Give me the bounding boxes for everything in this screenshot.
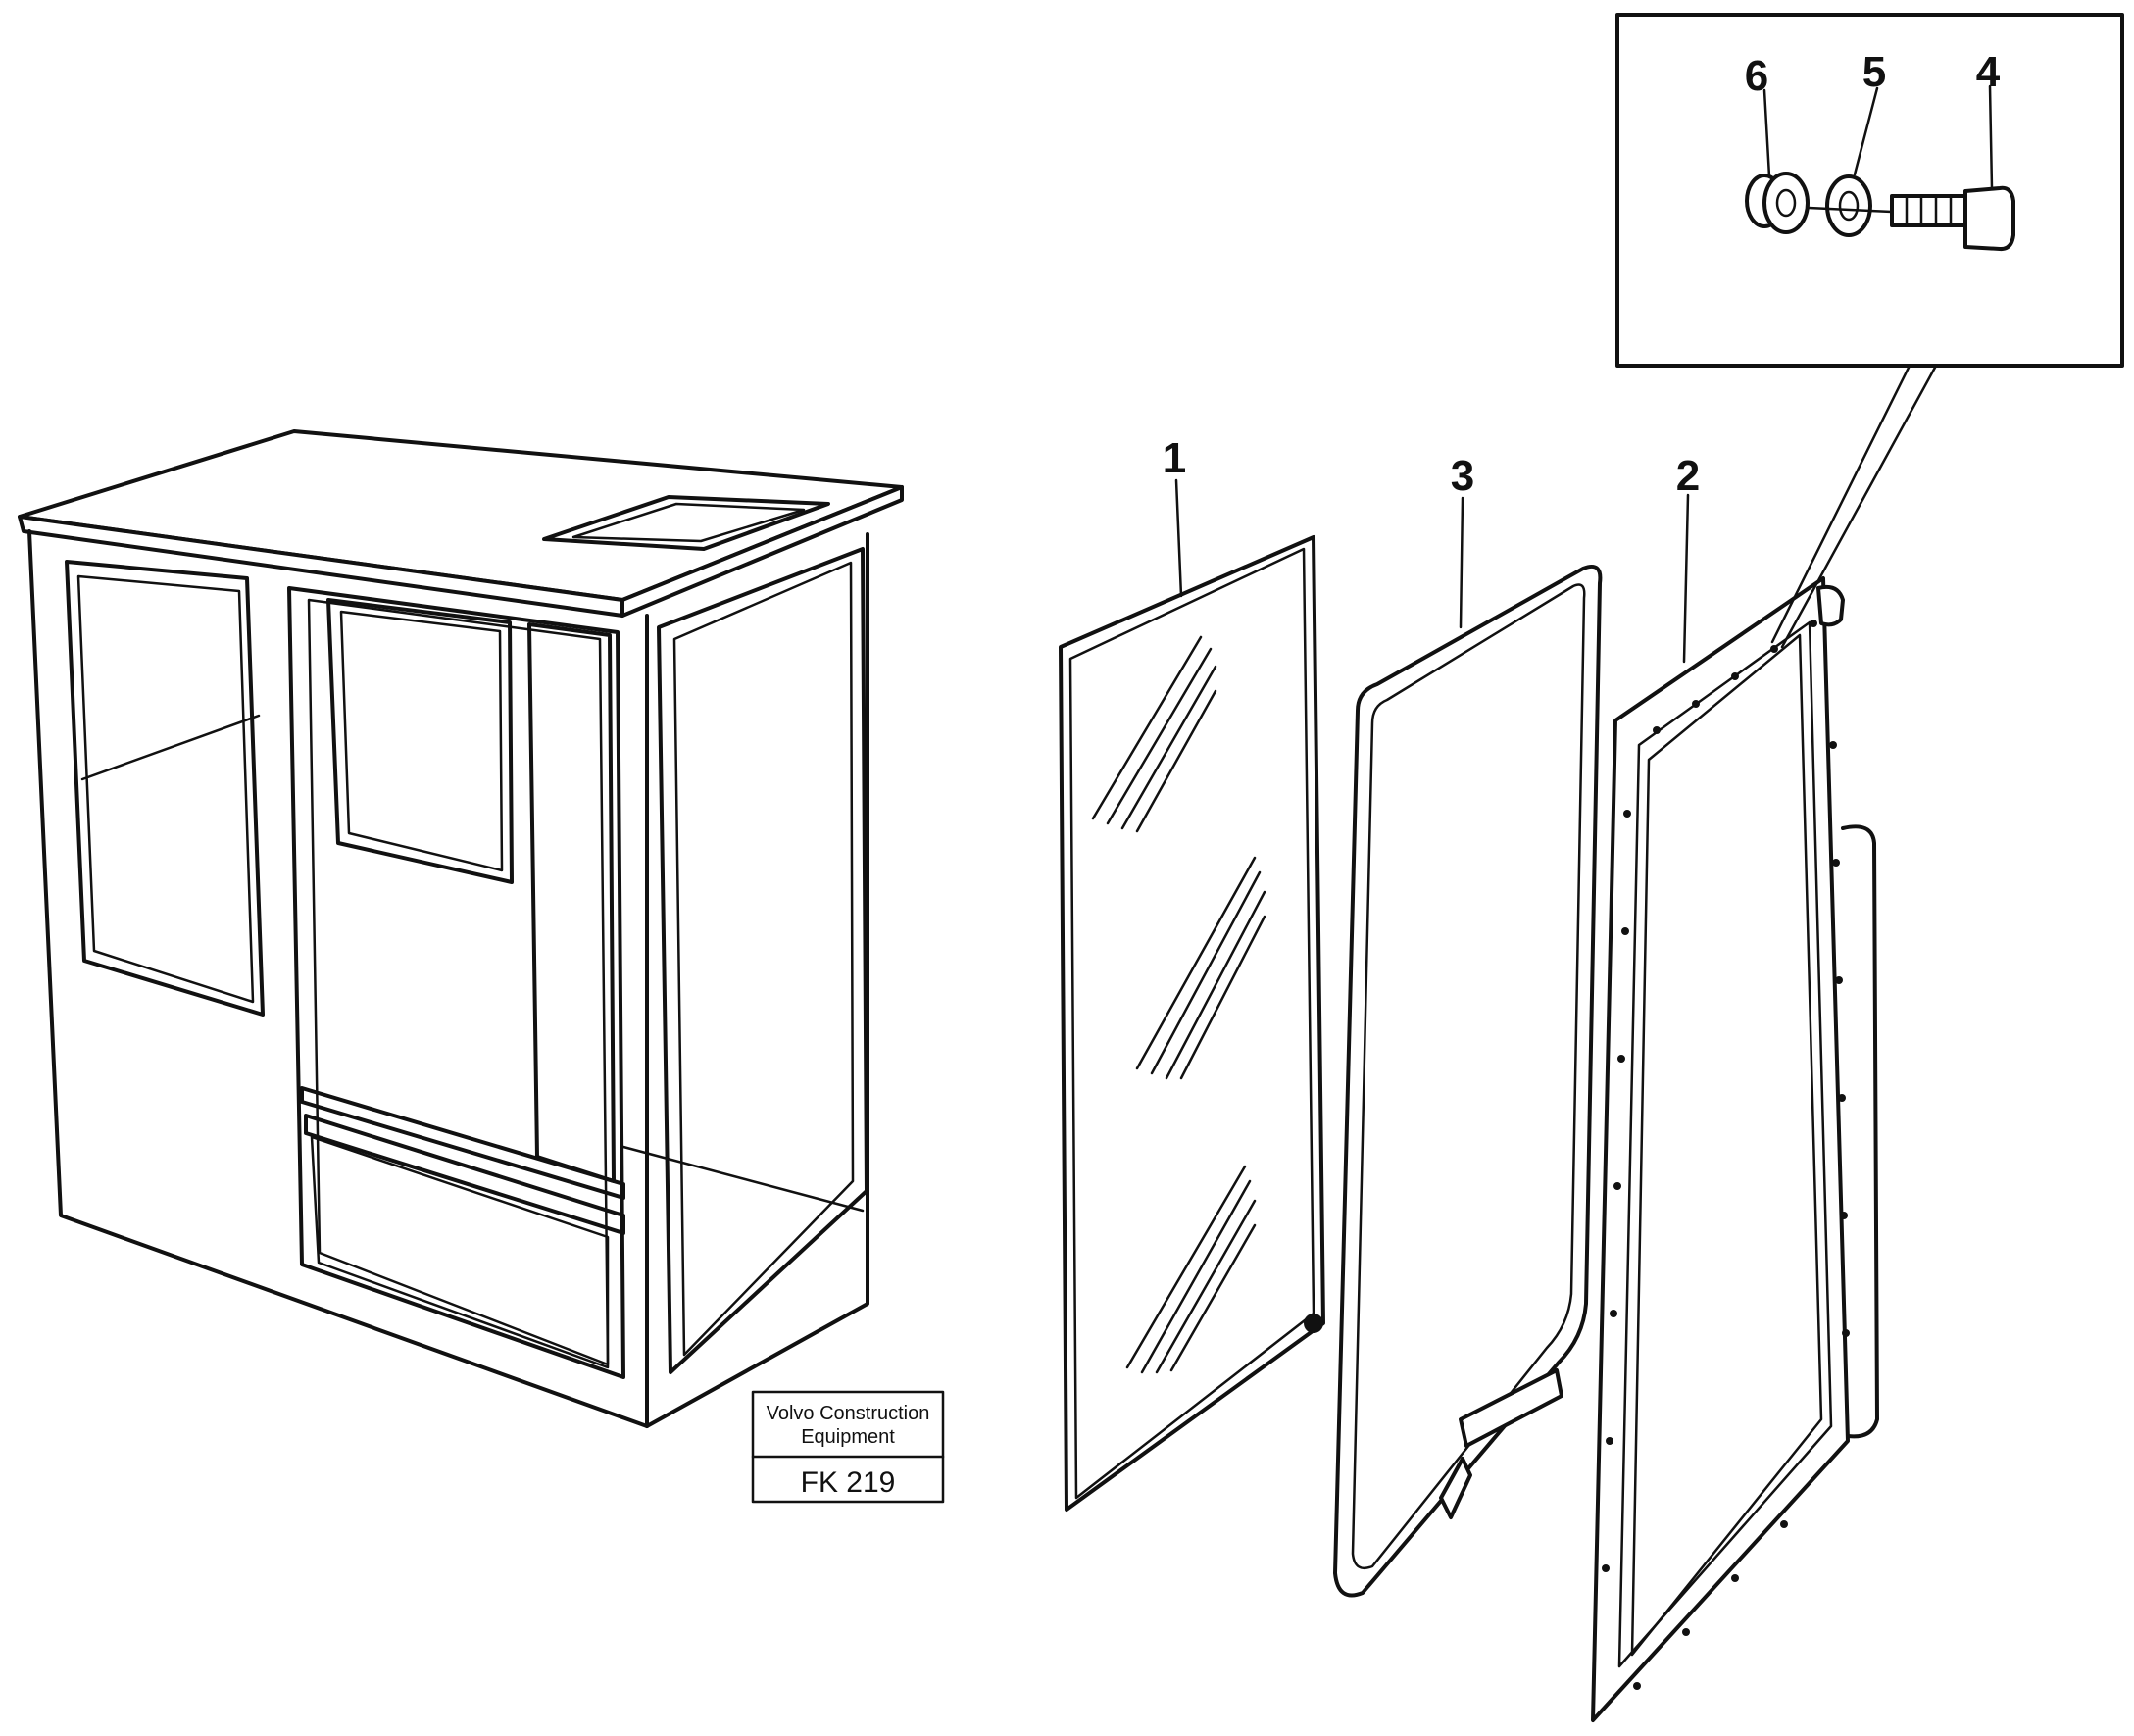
stamp-drawing-code: FK 219 — [801, 1466, 896, 1499]
callout-4: 4 — [1976, 48, 2001, 96]
drawing-stamp: Volvo Construction Equipment FK 219 — [751, 1390, 945, 1504]
callout-2: 2 — [1676, 452, 1700, 500]
glass-corner-bump — [1304, 1314, 1323, 1333]
main-callouts: 1 3 2 — [1163, 434, 1700, 664]
callout-1: 1 — [1163, 434, 1186, 482]
cab-illustration — [18, 429, 904, 1428]
window-frame-part — [1591, 576, 1879, 1722]
frame-bolt-holes — [1602, 620, 1850, 1690]
fastener-detail-box: 6 5 4 — [1615, 13, 2124, 649]
stamp-company-line1: Volvo Construction — [767, 1403, 930, 1424]
rubber-seal-part — [1333, 564, 1603, 1598]
washer-part — [1825, 174, 1872, 237]
callout-5: 5 — [1862, 48, 1886, 96]
screw-part — [1807, 185, 2015, 252]
stamp-company-line2: Equipment — [801, 1426, 895, 1448]
callout-6: 6 — [1745, 52, 1768, 100]
glass-pane-part — [1059, 535, 1325, 1512]
bushing-part — [1745, 172, 1810, 234]
glass-reflection-hatching — [1091, 635, 1266, 1374]
callout-3: 3 — [1451, 452, 1474, 500]
